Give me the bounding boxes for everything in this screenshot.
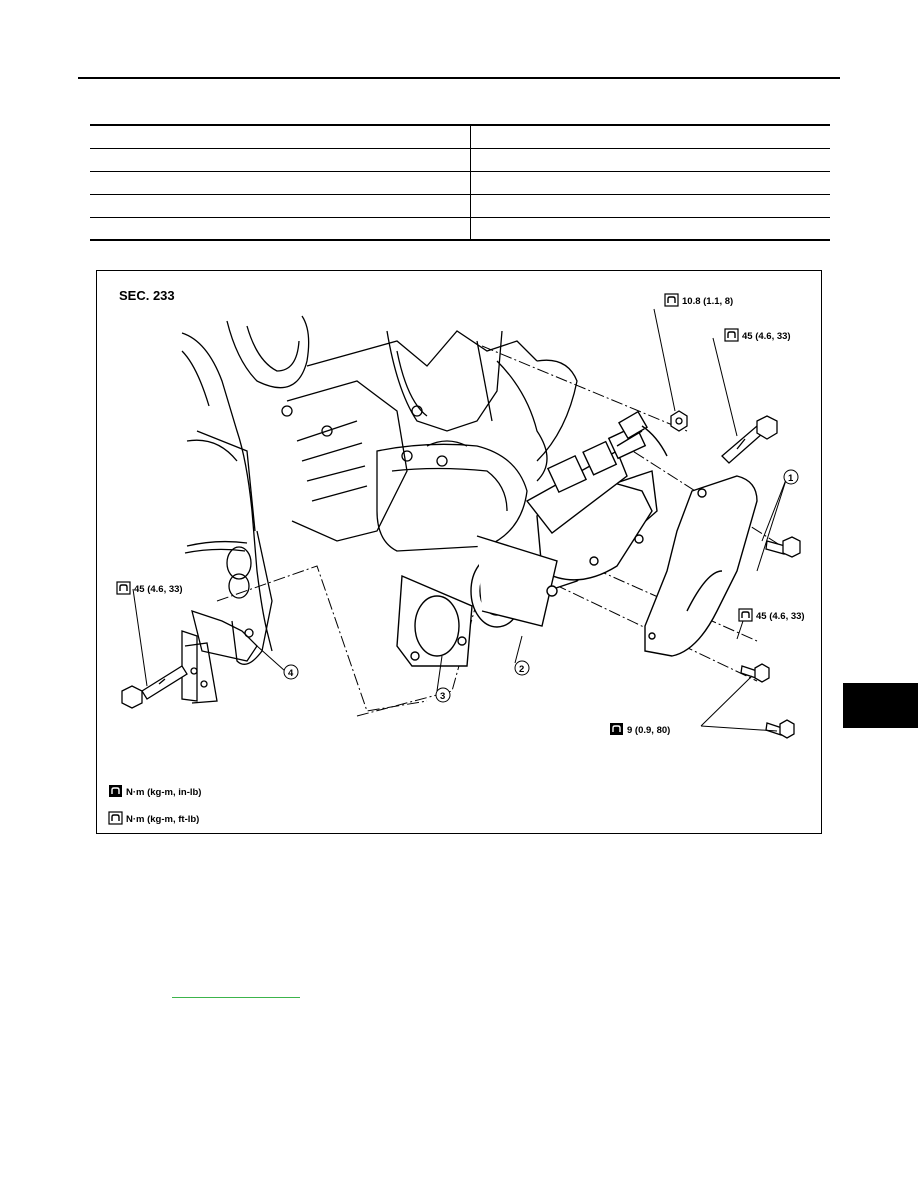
nut-top bbox=[670, 410, 688, 432]
callout-1: 1 bbox=[783, 469, 799, 485]
torque-label-small-bolts: 9 (0.9, 80) bbox=[609, 722, 670, 736]
svg-text:3: 3 bbox=[440, 691, 445, 702]
svg-text:4: 4 bbox=[288, 668, 294, 679]
svg-text:N·m (kg-m, in-lb): N·m (kg-m, in-lb) bbox=[126, 787, 201, 798]
small-bolt-b bbox=[765, 719, 795, 739]
torque-label-bolt-left: 45 (4.6, 33) bbox=[116, 581, 183, 595]
bolt-right bbox=[765, 536, 801, 558]
starter-motor bbox=[470, 410, 668, 628]
table-row bbox=[90, 124, 830, 149]
section-label: SEC. 233 bbox=[119, 288, 175, 303]
bolt-left bbox=[121, 665, 188, 709]
svg-text:9 (0.9, 80): 9 (0.9, 80) bbox=[627, 725, 670, 736]
svg-text:1: 1 bbox=[788, 473, 794, 484]
callout-4: 4 bbox=[256, 645, 299, 680]
legend-ftlb: N·m (kg-m, ft-lb) bbox=[108, 811, 199, 825]
svg-text:N·m (kg-m, ft-lb): N·m (kg-m, ft-lb) bbox=[126, 814, 199, 825]
svg-text:45 (4.6, 33): 45 (4.6, 33) bbox=[756, 611, 805, 622]
reference-link[interactable] bbox=[172, 997, 300, 998]
header-rule bbox=[78, 77, 840, 79]
svg-text:45 (4.6, 33): 45 (4.6, 33) bbox=[742, 331, 791, 342]
table-row bbox=[90, 171, 830, 195]
starter-diagram: SEC. 233 bbox=[108, 288, 805, 825]
bracket bbox=[644, 475, 758, 657]
torque-label-bolt-right: 45 (4.6, 33) bbox=[738, 608, 805, 622]
spec-table bbox=[90, 124, 830, 241]
legend-inlb: N·m (kg-m, in-lb) bbox=[108, 784, 201, 798]
leader-lines bbox=[132, 308, 792, 732]
callout-3: 3 bbox=[435, 655, 451, 703]
svg-text:10.8 (1.1, 8): 10.8 (1.1, 8) bbox=[682, 296, 733, 307]
torque-label-bolt-top: 45 (4.6, 33) bbox=[724, 328, 791, 342]
table-row bbox=[90, 194, 830, 218]
svg-text:45 (4.6, 33): 45 (4.6, 33) bbox=[134, 584, 183, 595]
table-row bbox=[90, 217, 830, 241]
callout-2: 2 bbox=[514, 635, 530, 676]
exploded-view-figure: SEC. 233 bbox=[96, 270, 822, 834]
engine-block bbox=[181, 315, 578, 704]
svg-text:2: 2 bbox=[519, 664, 524, 675]
gasket-plate bbox=[396, 574, 473, 667]
small-bolt-a bbox=[740, 663, 770, 683]
bolt-top bbox=[721, 415, 778, 464]
table-row bbox=[90, 148, 830, 172]
section-index-tab bbox=[843, 683, 918, 728]
torque-label-nut-top: 10.8 (1.1, 8) bbox=[664, 293, 733, 307]
